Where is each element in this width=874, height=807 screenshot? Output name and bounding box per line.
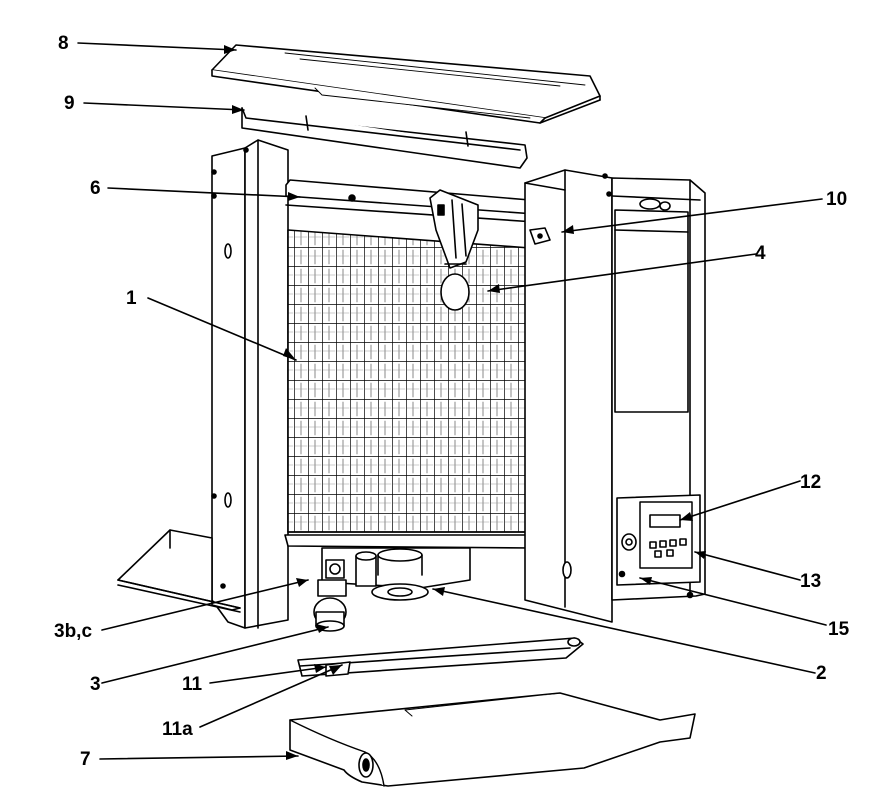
label-4: 4 bbox=[755, 243, 766, 264]
label-6: 6 bbox=[90, 178, 101, 199]
label-11: 11 bbox=[182, 674, 203, 695]
top-rail bbox=[241, 107, 528, 169]
label-15: 15 bbox=[828, 619, 850, 640]
label-8: 8 bbox=[58, 33, 69, 54]
evaporator-grid bbox=[284, 229, 536, 549]
pump-assembly bbox=[313, 547, 471, 632]
back-bolt bbox=[639, 198, 671, 211]
left-base-plate bbox=[117, 529, 241, 613]
label-13: 13 bbox=[800, 571, 822, 592]
label-3bc: 3b,c bbox=[54, 621, 93, 642]
water-trough bbox=[297, 637, 584, 677]
back-frame bbox=[611, 177, 706, 601]
label-11a: 11a bbox=[162, 719, 193, 740]
label-10: 10 bbox=[826, 189, 848, 210]
bracket bbox=[529, 227, 551, 245]
leader-arrowheads bbox=[224, 45, 706, 760]
water-curtain bbox=[289, 692, 696, 787]
control-board bbox=[616, 494, 701, 599]
label-3: 3 bbox=[90, 674, 101, 695]
water-level-probe bbox=[429, 189, 479, 311]
label-12: 12 bbox=[800, 472, 822, 493]
evaporator-top-bar bbox=[285, 179, 536, 223]
label-7: 7 bbox=[80, 749, 91, 770]
top-cover bbox=[211, 44, 601, 124]
label-1: 1 bbox=[126, 288, 137, 309]
leader-lines bbox=[77, 42, 827, 760]
left-side-panel bbox=[211, 139, 289, 629]
label-9: 9 bbox=[64, 93, 75, 114]
label-2: 2 bbox=[816, 663, 827, 684]
